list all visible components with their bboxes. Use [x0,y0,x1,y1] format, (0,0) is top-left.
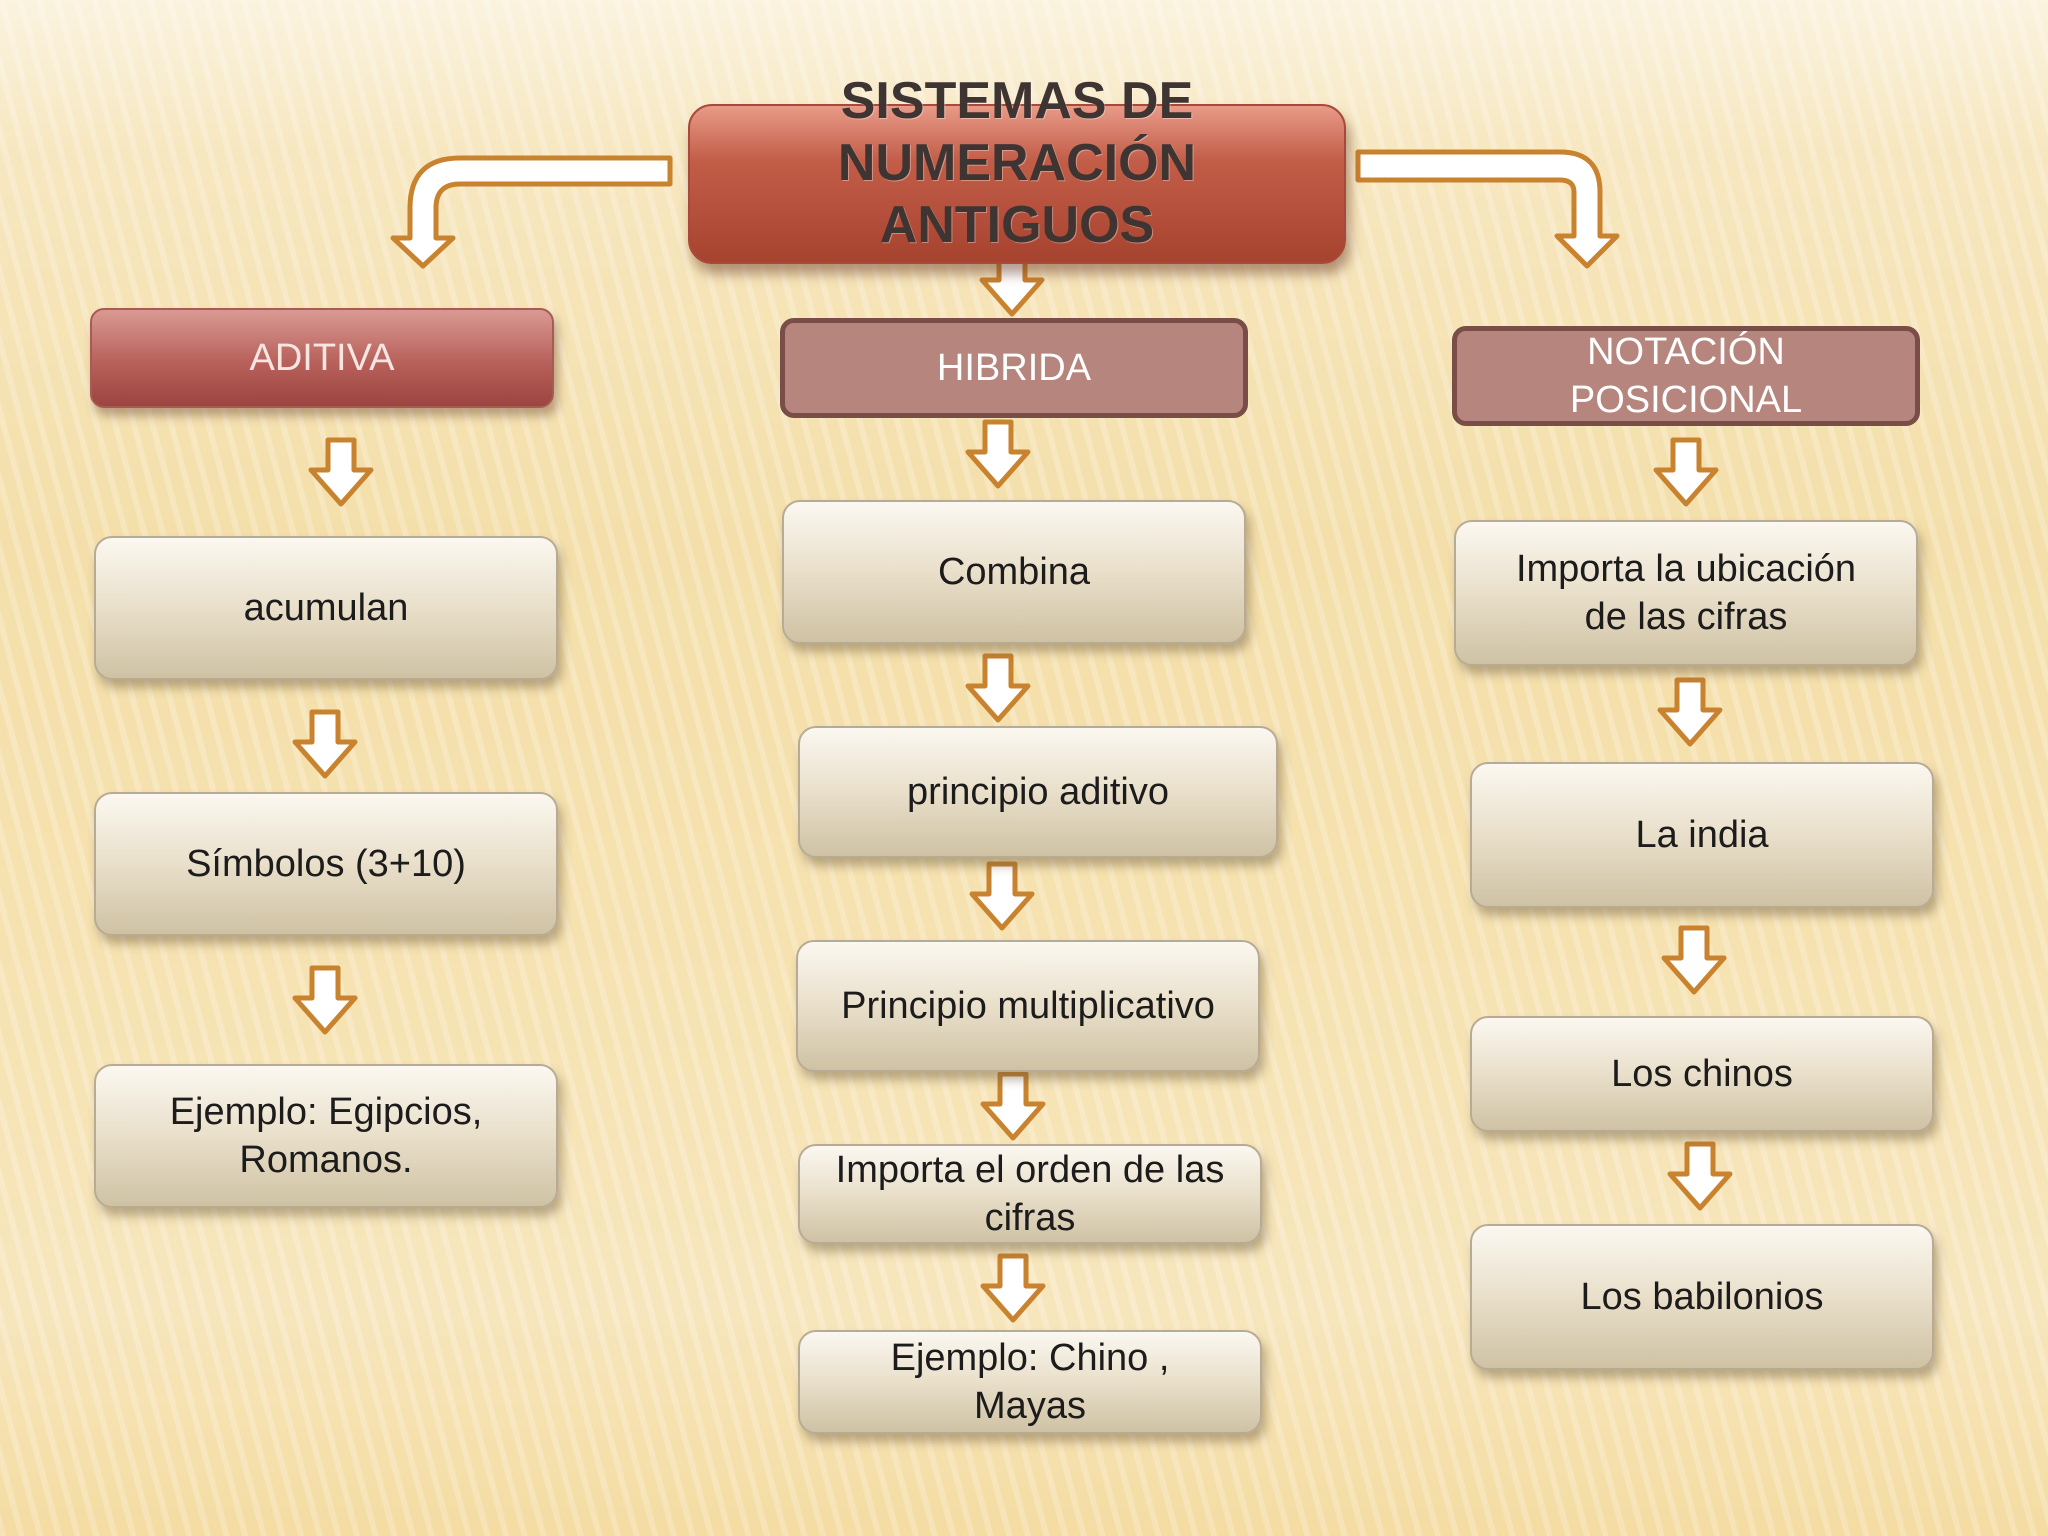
node-ejemplo-chino-mayas: Ejemplo: Chino , Mayas [798,1330,1262,1434]
node-los-babilonios: Los babilonios [1470,1224,1934,1370]
node-la-india: La india [1470,762,1934,908]
title-box [688,104,1346,264]
diagram-title: SISTEMAS DE NUMERACIÓN ANTIGUOS [837,72,1197,254]
node-ejemplo-egipcios: Ejemplo: Egipcios, Romanos. [94,1064,558,1208]
arrow-hibrida-3 [972,864,1032,928]
arrow-aditiva-1 [311,440,371,504]
arrow-posicional-3 [1664,928,1724,992]
category-hibrida: HIBRIDA [780,318,1248,418]
arrow-aditiva-2 [295,712,355,776]
category-aditiva: ADITIVA [90,308,554,408]
arrow-posicional-2 [1660,680,1720,744]
node-combina: Combina [782,500,1246,644]
arrow-hibrida-2 [968,656,1028,720]
arrow-posicional-4 [1670,1144,1730,1208]
arrow-hibrida-4 [983,1074,1043,1138]
node-principio-multiplicativo: Principio multiplicativo [796,940,1260,1072]
category-notacion-posicional: NOTACIÓN POSICIONAL [1452,326,1920,426]
arrow-hibrida-1 [968,422,1028,486]
node-acumulan: acumulan [94,536,558,680]
arrow-hibrida-5 [983,1256,1043,1320]
node-importa-orden: Importa el orden de las cifras [798,1144,1262,1244]
node-principio-aditivo: principio aditivo [798,726,1278,858]
node-los-chinos: Los chinos [1470,1016,1934,1132]
arrow-aditiva-3 [295,968,355,1032]
node-importa-ubicacion: Importa la ubicación de las cifras [1454,520,1918,666]
node-simbolos: Símbolos (3+10) [94,792,558,936]
curved-arrow-left [390,155,673,269]
curved-arrow-right [1355,149,1620,269]
arrow-posicional-1 [1656,440,1716,504]
